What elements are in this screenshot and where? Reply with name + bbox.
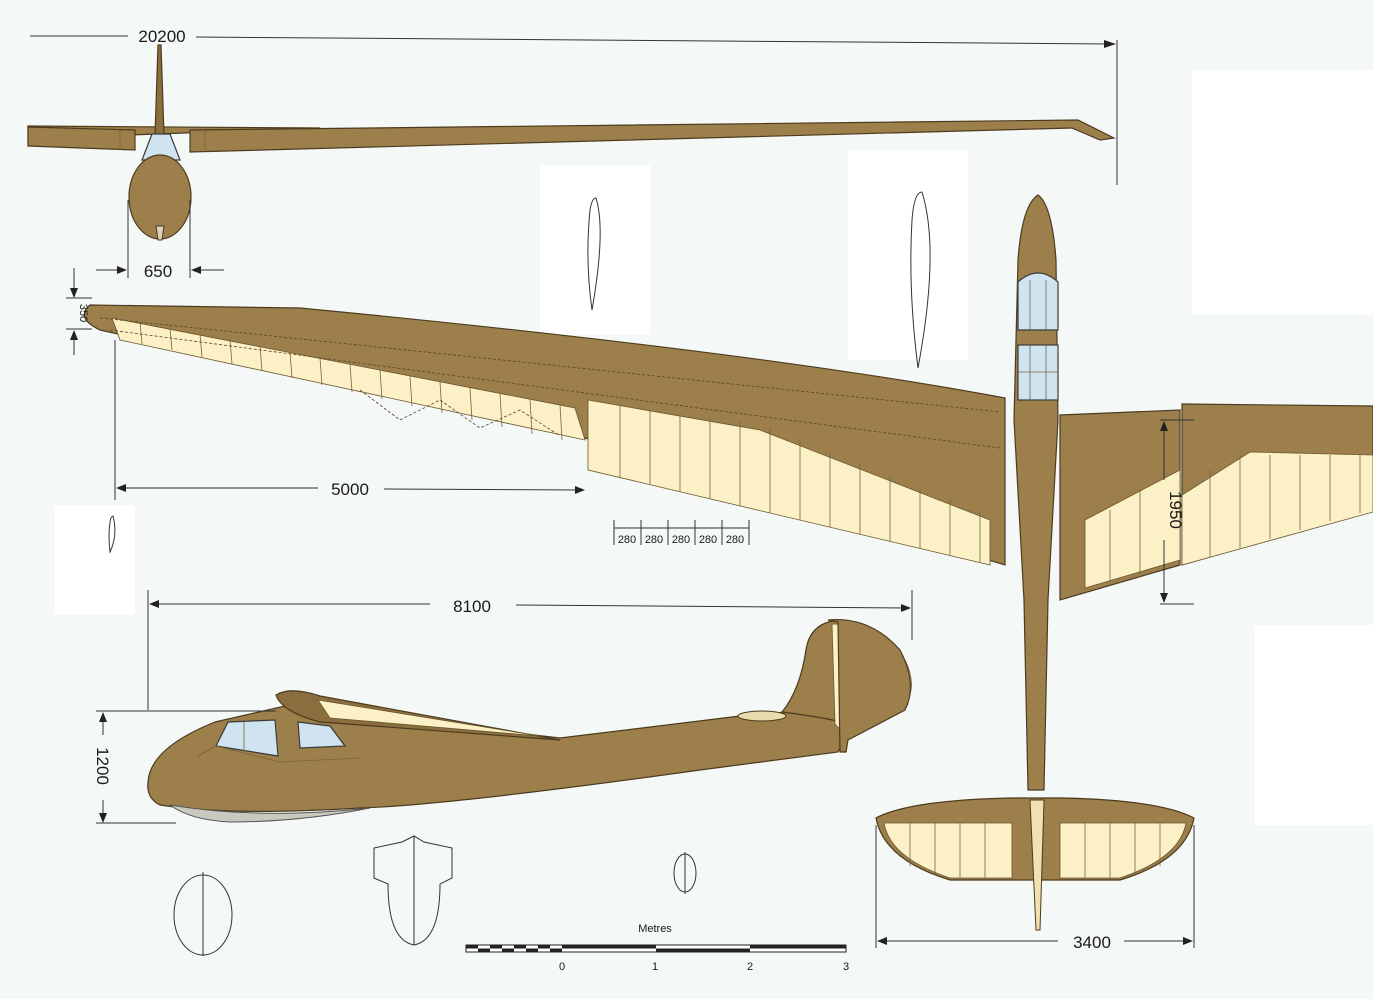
- side-fin: [780, 619, 843, 723]
- side-rudder-outline: [827, 618, 912, 753]
- rib-spacing-label-2: 280: [645, 534, 663, 546]
- wing-root-chord-label: 1950: [1166, 491, 1185, 529]
- half-span-segment-label: 5000: [331, 480, 369, 499]
- scale-unit-label: Metres: [638, 923, 672, 935]
- plan-right-ribs: [1109, 455, 1361, 582]
- plan-right-stub-fabric: [1084, 469, 1181, 589]
- plan-elevator-left: [883, 822, 1013, 879]
- white-patch-mid: [848, 150, 968, 360]
- rib-spacing-label-5: 280: [726, 534, 744, 546]
- side-skid: [169, 804, 371, 823]
- span-arrow-head: [1104, 40, 1116, 48]
- segment-arrow-left: [116, 484, 126, 492]
- white-patch-right: [1192, 70, 1373, 315]
- plan-left-bracing: [359, 389, 561, 437]
- plan-left-aileron-fabric: [587, 399, 991, 566]
- airfoil-section-tip: [108, 515, 116, 554]
- front-view: 20200 650: [27, 27, 1118, 281]
- white-patch-left: [540, 165, 650, 335]
- plan-left-outer-fabric: [111, 317, 586, 441]
- segment-arrow-right: [575, 486, 585, 494]
- span-label: 20200: [138, 27, 185, 46]
- length-dim-right: [515, 604, 909, 609]
- height-arrow-top: [99, 712, 107, 722]
- plan-fuselage: [1013, 194, 1059, 791]
- chord-arrow-bottom: [1160, 593, 1168, 603]
- height-label: 1200: [93, 747, 112, 785]
- plan-view: 350 5000 280 280 280 280 280 1: [66, 194, 1373, 952]
- rib-spacing-label-1: 280: [618, 534, 636, 546]
- rib-spacing-label-3: 280: [672, 534, 690, 546]
- rib-spacing-dims: 280 280 280 280 280: [613, 520, 750, 546]
- width-arrow-right: [191, 266, 201, 274]
- plan-canopy-front: [1017, 272, 1059, 331]
- side-view: 8100 1200: [93, 590, 913, 824]
- length-arrow-right: [901, 604, 911, 612]
- side-canopy-front: [215, 719, 279, 757]
- plan-right-outer-fabric: [1181, 451, 1373, 566]
- fuselage-section-wing: [373, 835, 453, 946]
- front-skid: [155, 225, 165, 241]
- scale-bar: Metres 0 1 2 3: [465, 923, 849, 973]
- tailplane-span-label: 3400: [1073, 933, 1111, 952]
- side-cockpit-line: [197, 745, 361, 763]
- width-arrow-left: [117, 266, 127, 274]
- root-depth-arrow-bottom: [70, 330, 78, 340]
- tail-span-arrow-right: [1183, 937, 1193, 945]
- airfoil-section-root: [910, 191, 931, 369]
- plan-left-ribs: [139, 321, 981, 562]
- plan-left-spar-front: [99, 317, 1001, 413]
- height-arrow-bottom: [99, 813, 107, 823]
- plan-elevator-right: [1059, 822, 1187, 879]
- length-arrow-left: [149, 600, 159, 608]
- side-tailplane: [737, 710, 787, 722]
- scale-tick-3: 3: [843, 961, 849, 973]
- tail-span-arrow-left: [877, 937, 887, 945]
- scale-tick-2: 2: [747, 961, 753, 973]
- scale-tick-1: 1: [652, 961, 658, 973]
- white-patch-lower-left: [55, 505, 135, 615]
- fuselage-width-label: 650: [144, 262, 172, 281]
- scale-tick-0: 0: [559, 961, 565, 973]
- plan-elevator-ribs: [909, 823, 1161, 878]
- front-right-wing: [189, 119, 1116, 153]
- side-wing-fabric: [317, 699, 541, 737]
- plan-rudder: [1029, 799, 1045, 931]
- side-canopy-rear: [297, 721, 347, 749]
- root-depth-arrow-top: [70, 288, 78, 298]
- segment-dim-right: [383, 488, 581, 491]
- front-left-wing-root: [27, 126, 136, 151]
- rib-spacing-label-4: 280: [699, 534, 717, 546]
- chord-arrow-top: [1160, 421, 1168, 431]
- length-label: 8100: [453, 597, 491, 616]
- front-fin: [154, 44, 165, 136]
- plan-canopy-rear: [1017, 344, 1059, 401]
- airfoil-section-outer: [587, 197, 601, 311]
- span-dim-line-right: [195, 36, 1113, 45]
- root-depth-label: 350: [77, 304, 89, 322]
- white-patch-lower-right: [1255, 625, 1373, 825]
